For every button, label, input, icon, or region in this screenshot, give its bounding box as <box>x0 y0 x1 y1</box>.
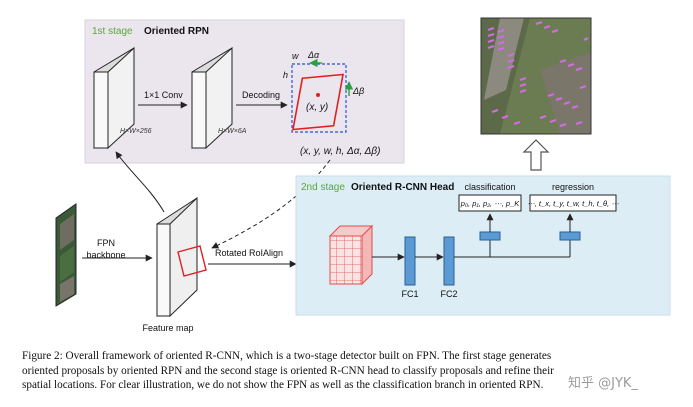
caption-line-2: oriented proposals by oriented RPN and t… <box>22 364 554 377</box>
stage1-panel: 1st stage Oriented RPN H×W×256 1×1 Conv … <box>84 19 405 164</box>
cls-vector-label: p₀, p₁, p₂, ⋯, p_K <box>460 199 520 208</box>
center-label: (x, y) <box>306 102 328 113</box>
regression-label: regression <box>552 182 594 192</box>
dim-label-2: H×W×6A <box>218 128 247 135</box>
w-label: w <box>292 51 299 61</box>
watermark: 知乎 @JYK_ <box>568 376 638 391</box>
proposal-center-dot <box>316 93 320 97</box>
reg-fc-layer <box>559 231 581 241</box>
stage1-title: Oriented RPN <box>144 26 209 37</box>
delta-alpha-label: Δα <box>307 50 320 60</box>
h-label: h <box>283 70 288 80</box>
result-hollow-arrow <box>522 139 550 171</box>
figure-caption: Figure 2: Overall framework of oriented … <box>22 349 676 393</box>
roialign-label: Rotated RoIAlign <box>215 248 283 258</box>
fc1-label: FC1 <box>401 289 418 299</box>
feature-map-label: Feature map <box>142 323 193 333</box>
anchor-box <box>291 63 347 133</box>
fpn-label-line2: backbone <box>86 250 125 260</box>
stage2-title: Oriented R-CNN Head <box>351 182 454 193</box>
oriented-proposal-box <box>292 73 344 131</box>
proposal-params-label: (x, y, w, h, Δα, Δβ) <box>300 146 380 157</box>
feature-map-proposal-box <box>177 245 207 277</box>
rpn-feature-slab-1 <box>93 46 135 150</box>
feature-to-rpn-arrow <box>115 151 165 213</box>
delta-beta-label: Δβ <box>352 86 364 96</box>
caption-line-3: spatial locations. For clear illustratio… <box>22 379 544 392</box>
reg-vector-label: ⋯, t_x, t_y, t_w, t_h, t_θ, ⋯ <box>527 199 619 208</box>
input-aerial-image <box>55 203 77 307</box>
proposal-to-feature-dashed-arrow <box>211 159 331 249</box>
feature-map-slab <box>156 196 207 318</box>
caption-line-1: Figure 2: Overall framework of oriented … <box>22 350 552 362</box>
fpn-label-line1: FPN <box>97 238 115 248</box>
fc2-label: FC2 <box>440 289 457 299</box>
decoding-label: Decoding <box>242 90 280 100</box>
stage2-tag: 2nd stage <box>301 182 345 193</box>
cls-vector-box <box>458 194 522 212</box>
result-aerial-image <box>480 17 592 135</box>
fc2-layer <box>443 236 455 286</box>
conv-label: 1×1 Conv <box>144 90 183 100</box>
rpn-feature-slab-2 <box>191 46 233 150</box>
fc1-layer <box>404 236 416 286</box>
dim-label-1: H×W×256 <box>120 128 152 135</box>
stage2-panel: 2nd stage Oriented R-CNN Head FC1 FC2 cl… <box>295 175 671 316</box>
stage1-tag: 1st stage <box>92 26 133 37</box>
cls-fc-layer <box>479 231 501 241</box>
roi-feature-cube <box>328 224 374 286</box>
classification-label: classification <box>464 182 515 192</box>
reg-vector-box <box>529 194 617 212</box>
